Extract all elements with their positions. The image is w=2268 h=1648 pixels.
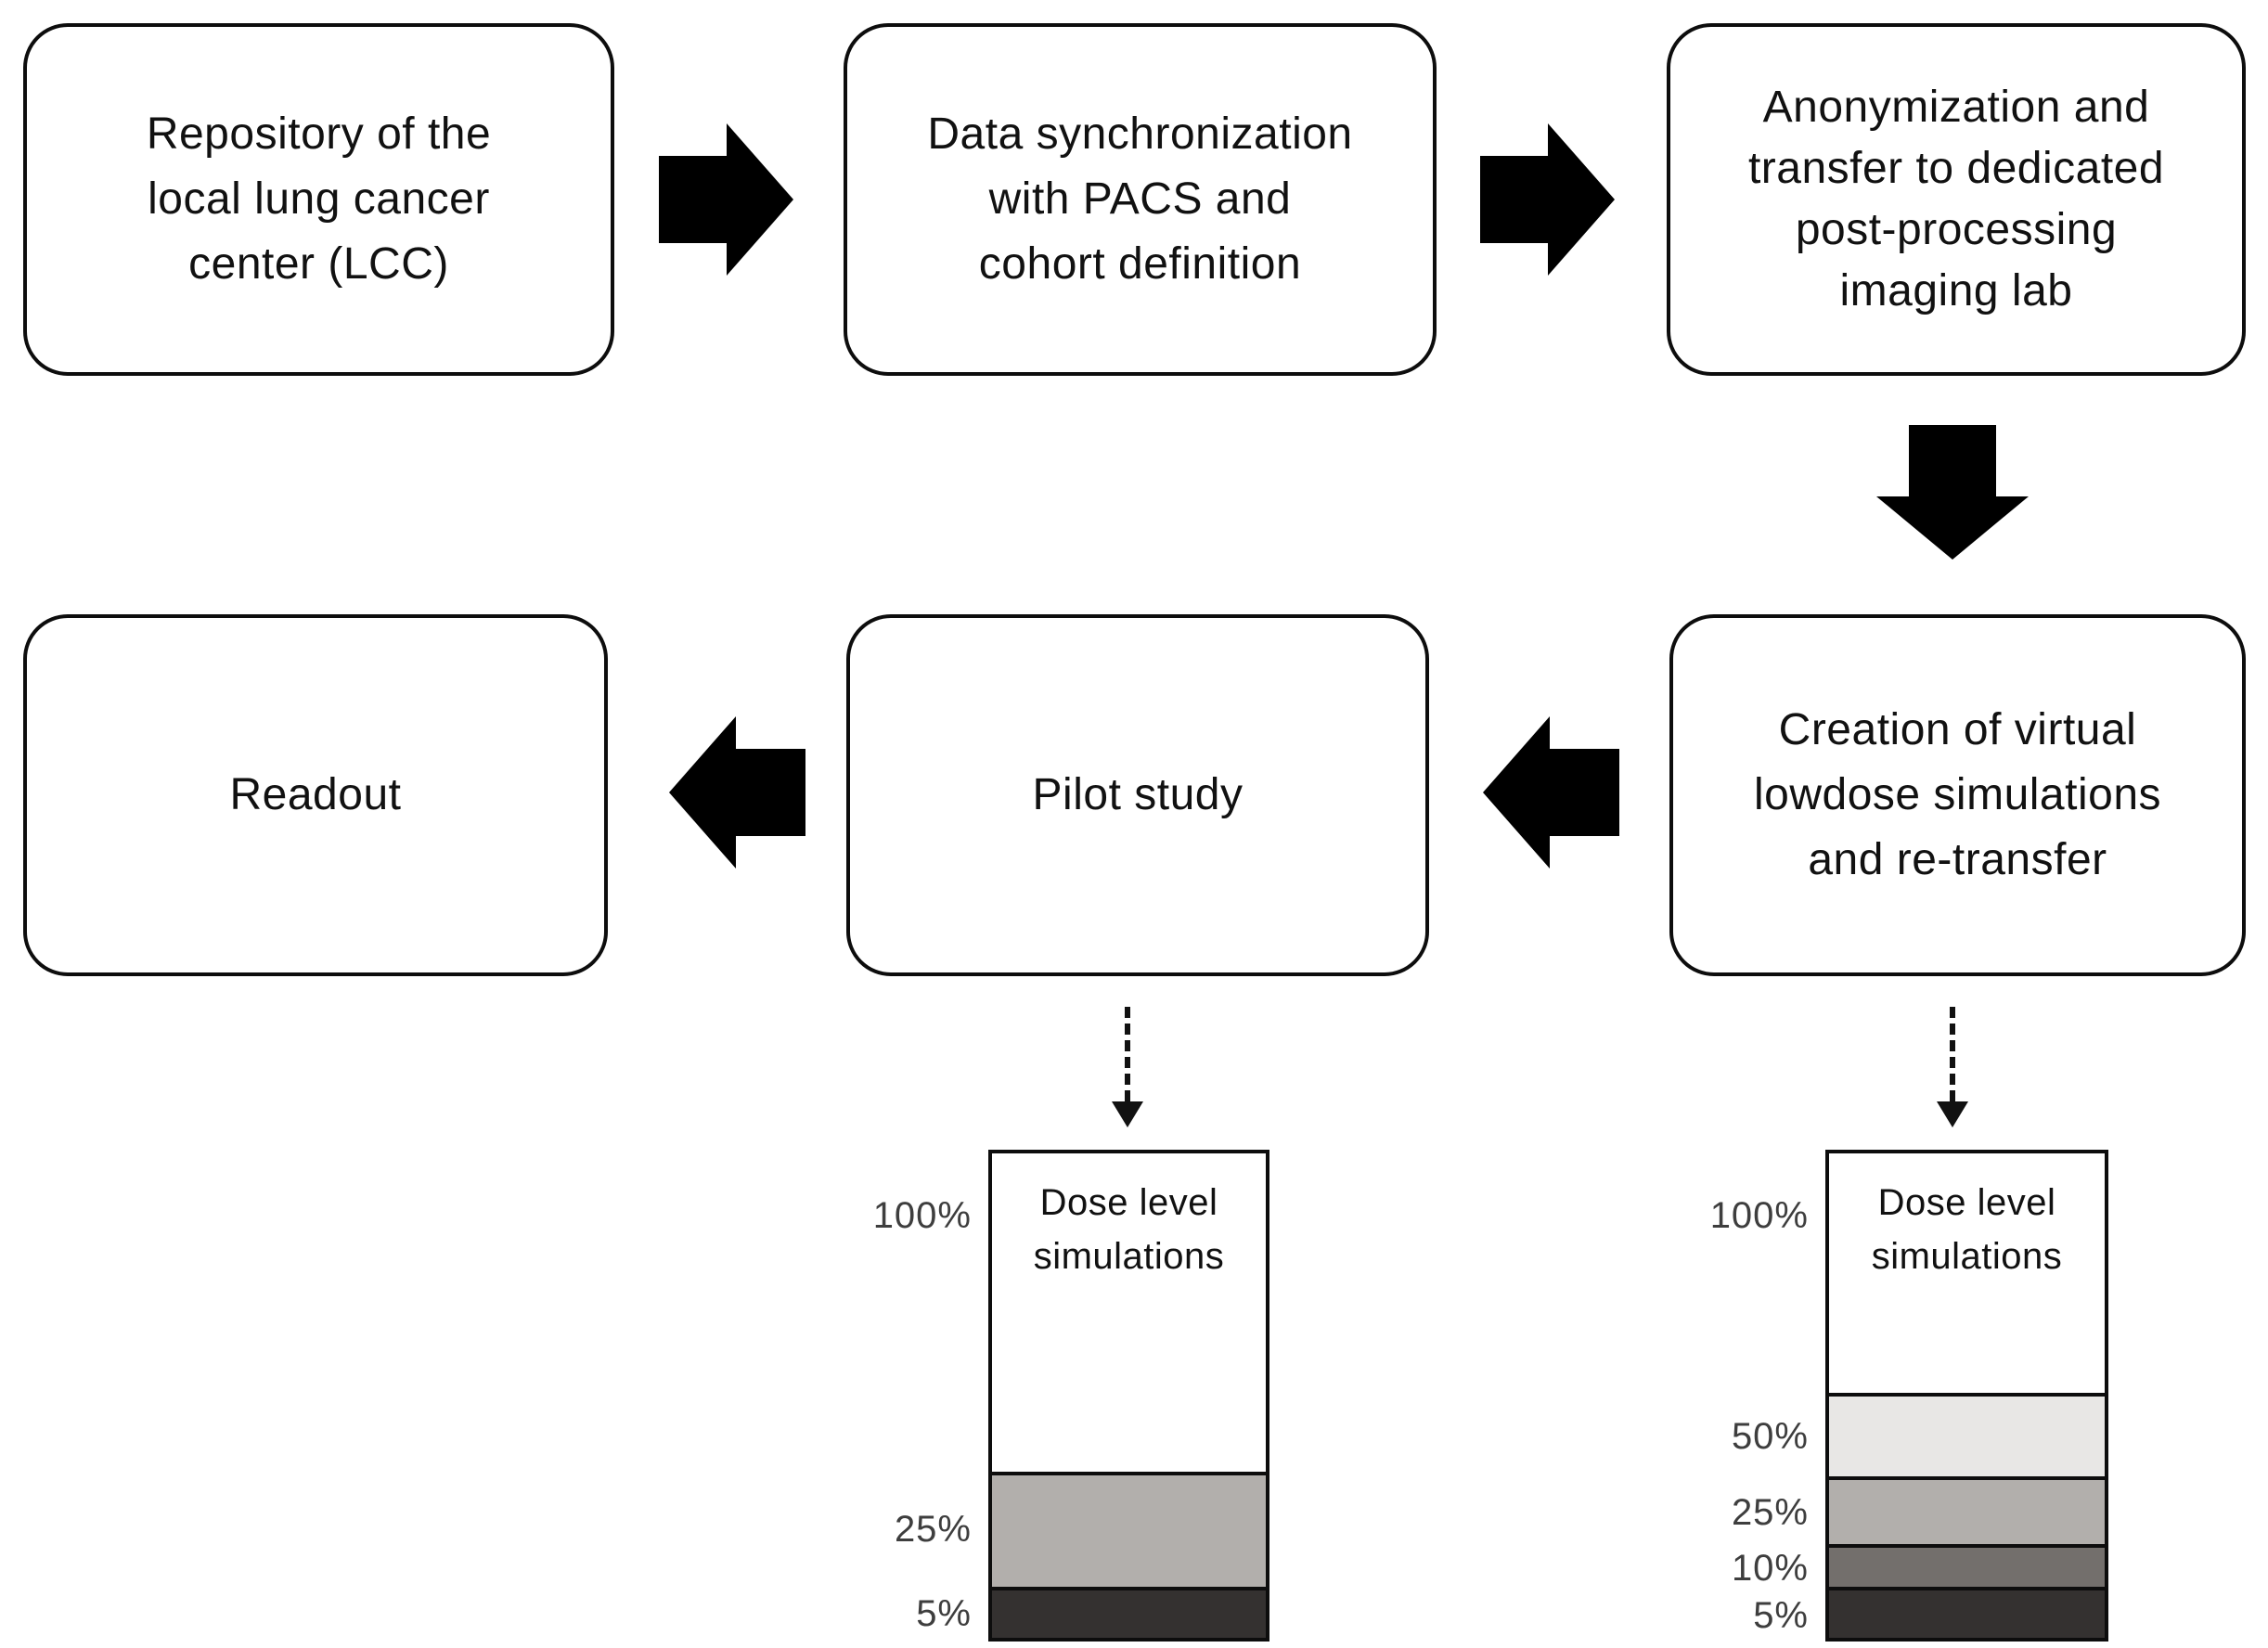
dashed-arrow-down-icon [1936,1007,1969,1127]
arrow-left-icon [1483,716,1619,869]
flow-box-readout: Readout [23,614,608,976]
flow-box-creation-lowdose: Creation of virtual lowdose simulations … [1669,614,2246,976]
dose-label-100: 100% [1709,1195,1809,1236]
flow-box-pilot-study: Pilot study [846,614,1429,976]
dose-label-50: 50% [1731,1416,1809,1457]
chart-title: Dose level simulations [1871,1182,2063,1277]
dashed-arrow-down-icon [1111,1007,1144,1127]
arrow-right-icon [659,123,793,276]
dose-segment-25 [992,1472,1266,1587]
dashed-line [1125,1007,1130,1101]
dose-chart-left: Dose level simulations [988,1150,1269,1642]
dose-segment-5 [1829,1587,2105,1638]
dose-chart-right: Dose level simulations [1825,1150,2108,1642]
arrow-down-icon [1876,425,2029,560]
dose-segment-5 [992,1587,1266,1638]
arrow-left-icon [669,716,805,869]
dose-label-25: 25% [1731,1492,1809,1533]
flow-box-repository: Repository of the local lung cancer cent… [23,23,614,376]
dose-label-5: 5% [1753,1595,1809,1636]
dose-segment-50 [1829,1393,2105,1476]
dose-label-100: 100% [872,1195,972,1236]
dose-label-10: 10% [1731,1548,1809,1589]
dose-segment-100: Dose level simulations [1829,1153,2105,1393]
dose-segment-25 [1829,1476,2105,1544]
flow-box-data-sync: Data synchronization with PACS and cohor… [844,23,1437,376]
arrowhead [1937,1101,1968,1127]
arrow-right-icon [1480,123,1615,276]
dose-label-25: 25% [894,1509,972,1550]
arrowhead [1112,1101,1143,1127]
dose-segment-100: Dose level simulations [992,1153,1266,1472]
chart-title: Dose level simulations [1033,1182,1225,1277]
flow-box-anonymization: Anonymization and transfer to dedicated … [1667,23,2246,376]
dashed-line [1950,1007,1955,1101]
dose-segment-10 [1829,1544,2105,1587]
dose-label-5: 5% [916,1593,972,1634]
